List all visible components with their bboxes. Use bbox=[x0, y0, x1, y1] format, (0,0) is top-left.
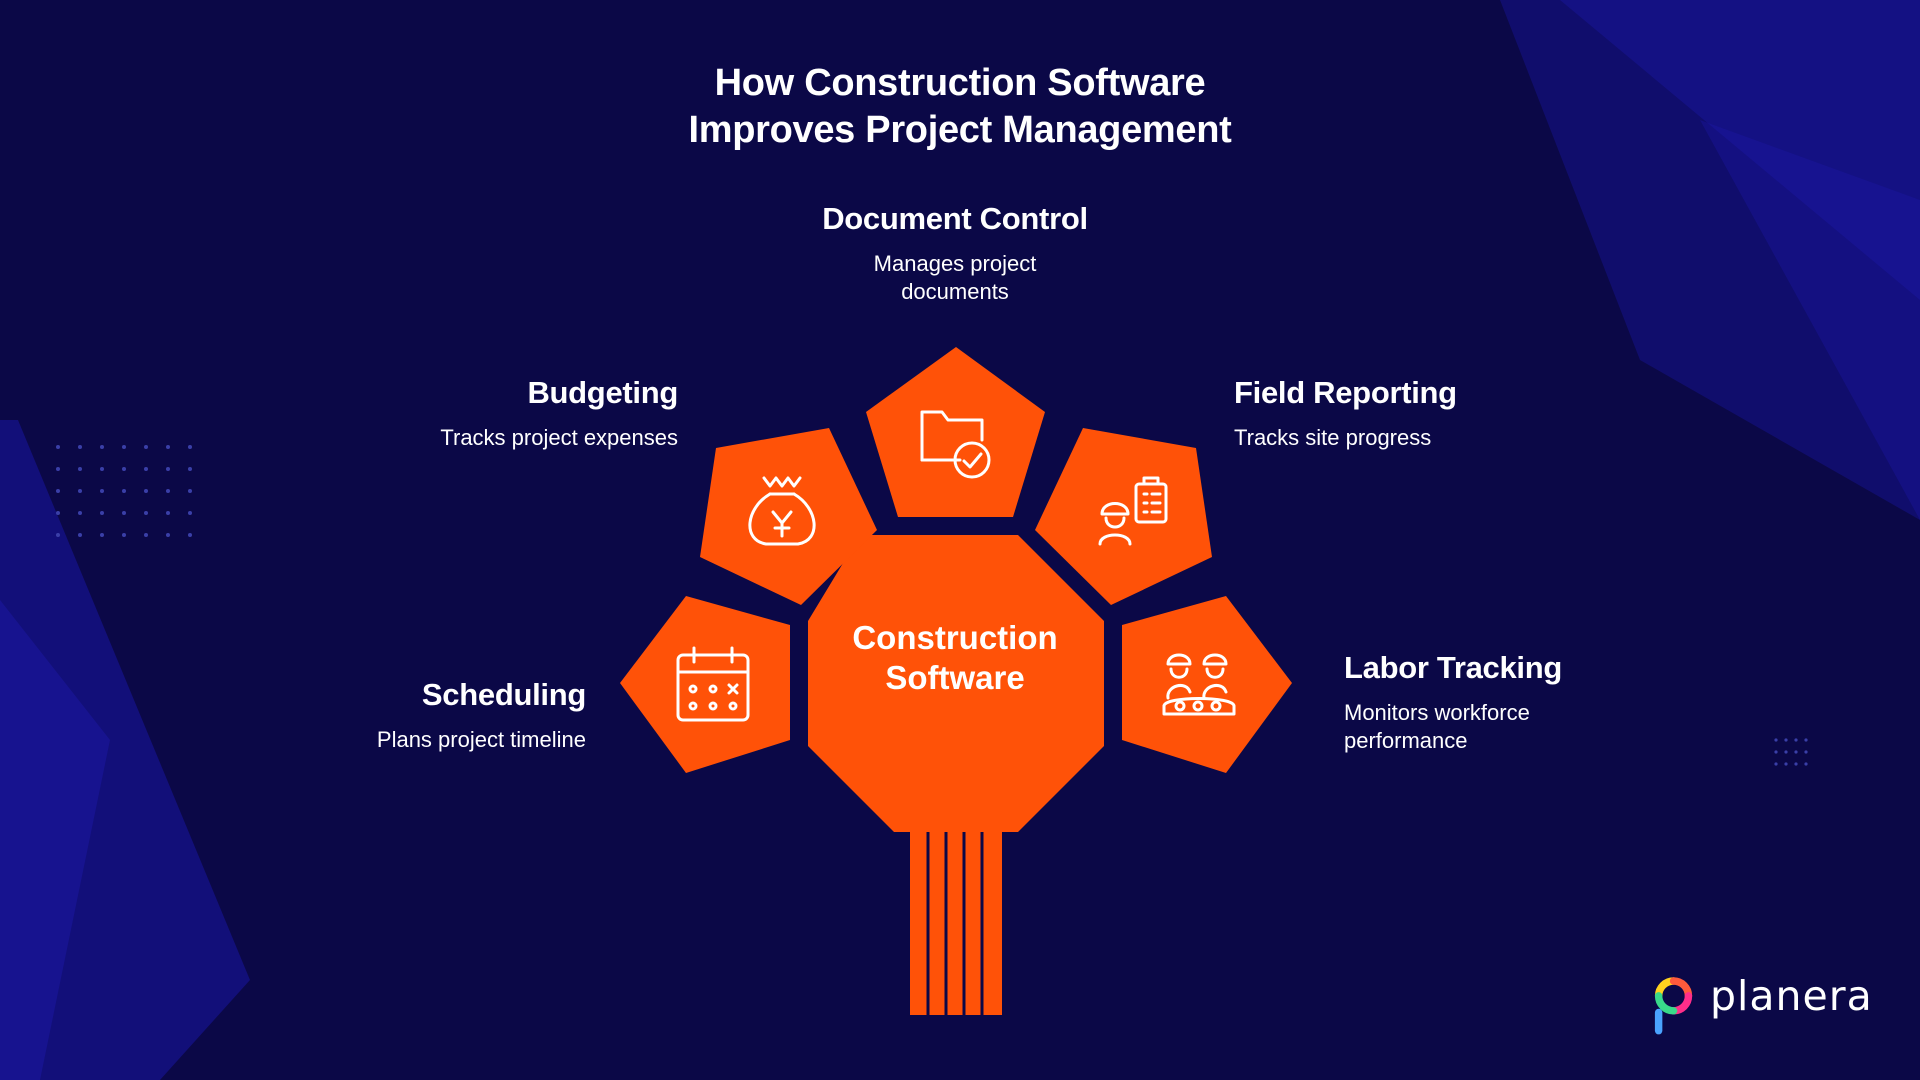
label-field-reporting: Field Reporting Tracks site progress bbox=[1234, 374, 1574, 452]
budgeting-description: Tracks project expenses bbox=[440, 425, 678, 450]
title-line-1: How Construction Software bbox=[714, 62, 1206, 104]
node-scheduling[interactable] bbox=[620, 596, 790, 773]
budgeting-heading: Budgeting bbox=[527, 375, 678, 410]
field-reporting-heading: Field Reporting bbox=[1234, 375, 1457, 410]
label-labor-tracking: Labor Tracking Monitors workforce perfor… bbox=[1344, 649, 1684, 755]
title-line-2: Improves Project Management bbox=[688, 109, 1232, 151]
center-label-line-2: Software bbox=[885, 659, 1025, 696]
labor-tracking-desc-line-1: Monitors workforce bbox=[1344, 700, 1530, 725]
scheduling-description: Plans project timeline bbox=[376, 727, 586, 752]
label-document-control: Document Control Manages project documen… bbox=[780, 200, 1130, 306]
calendar-icon bbox=[676, 646, 750, 722]
logo-wordmark: planera bbox=[1710, 972, 1873, 1020]
document-control-description: Manages project documents bbox=[780, 250, 1130, 306]
label-scheduling: Scheduling Plans project timeline bbox=[286, 676, 586, 754]
center-label: Construction Software bbox=[810, 618, 1100, 698]
label-budgeting: Budgeting Tracks project expenses bbox=[358, 374, 678, 452]
node-field-reporting[interactable] bbox=[1035, 428, 1212, 605]
folder-check-icon bbox=[920, 410, 991, 479]
document-control-desc-line-1: Manages project bbox=[873, 251, 1037, 276]
labor-tracking-desc-line-2: performance bbox=[1344, 728, 1468, 753]
trunk bbox=[910, 832, 1002, 1015]
center-label-line-1: Construction bbox=[852, 619, 1058, 656]
document-control-desc-line-2: documents bbox=[901, 279, 1009, 304]
node-document-control[interactable] bbox=[866, 347, 1045, 517]
center-octagon bbox=[808, 535, 1104, 832]
planera-logo-icon bbox=[1654, 977, 1693, 1035]
document-control-heading: Document Control bbox=[822, 201, 1088, 236]
node-labor-tracking[interactable] bbox=[1122, 596, 1292, 773]
labor-tracking-heading: Labor Tracking bbox=[1344, 650, 1563, 685]
page-title: How Construction Software Improves Proje… bbox=[460, 60, 1460, 154]
field-reporting-description: Tracks site progress bbox=[1234, 425, 1432, 450]
workers-icon bbox=[1162, 653, 1236, 716]
dot-grid-right bbox=[1774, 738, 1808, 766]
money-bag-icon bbox=[748, 476, 816, 546]
labor-tracking-description: Monitors workforce performance bbox=[1344, 699, 1684, 755]
scheduling-heading: Scheduling bbox=[421, 677, 586, 712]
worker-clipboard-icon bbox=[1098, 476, 1168, 546]
node-budgeting[interactable] bbox=[700, 428, 877, 605]
dot-grid-left bbox=[56, 445, 192, 537]
